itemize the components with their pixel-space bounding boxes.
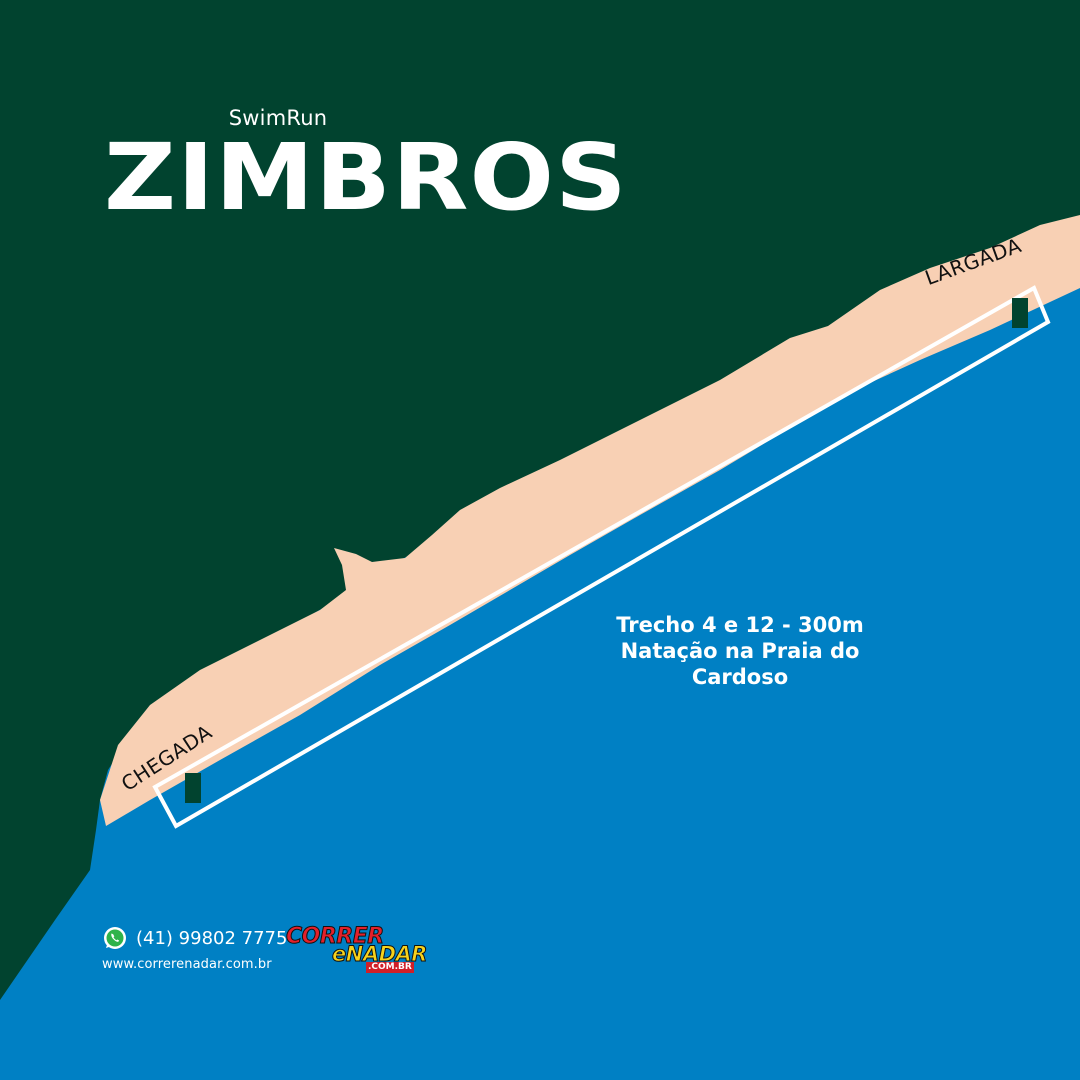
segment-line-2: Natação na Praia do [620,639,860,663]
phone-number: (41) 99802 7775 [136,927,288,949]
event-subtitle: SwimRun [228,106,328,130]
logo-top-text: CORRER [286,924,385,950]
swim-route [152,285,1051,829]
segment-line-3: Cardoso [691,665,789,689]
phone-row[interactable]: (41) 99802 7775 [102,925,287,951]
contact-info: (41) 99802 7775 www.correrenadar.com.br [102,925,287,972]
event-title: ZIMBROS [104,124,628,231]
brand-logo: CORRER eNADAR .COM.BR [286,924,436,976]
start-marker [1012,298,1028,328]
whatsapp-icon [104,927,126,949]
finish-marker [185,773,201,803]
logo-bottom-text: .COM.BR [366,962,414,973]
water-area [0,230,1080,1080]
website-link[interactable]: www.correrenadar.com.br [102,957,272,972]
sand-beach [100,215,1080,826]
segment-line-1: Trecho 4 e 12 - 300m [616,613,864,637]
segment-description: Trecho 4 e 12 - 300m Natação na Praia do… [590,612,890,690]
